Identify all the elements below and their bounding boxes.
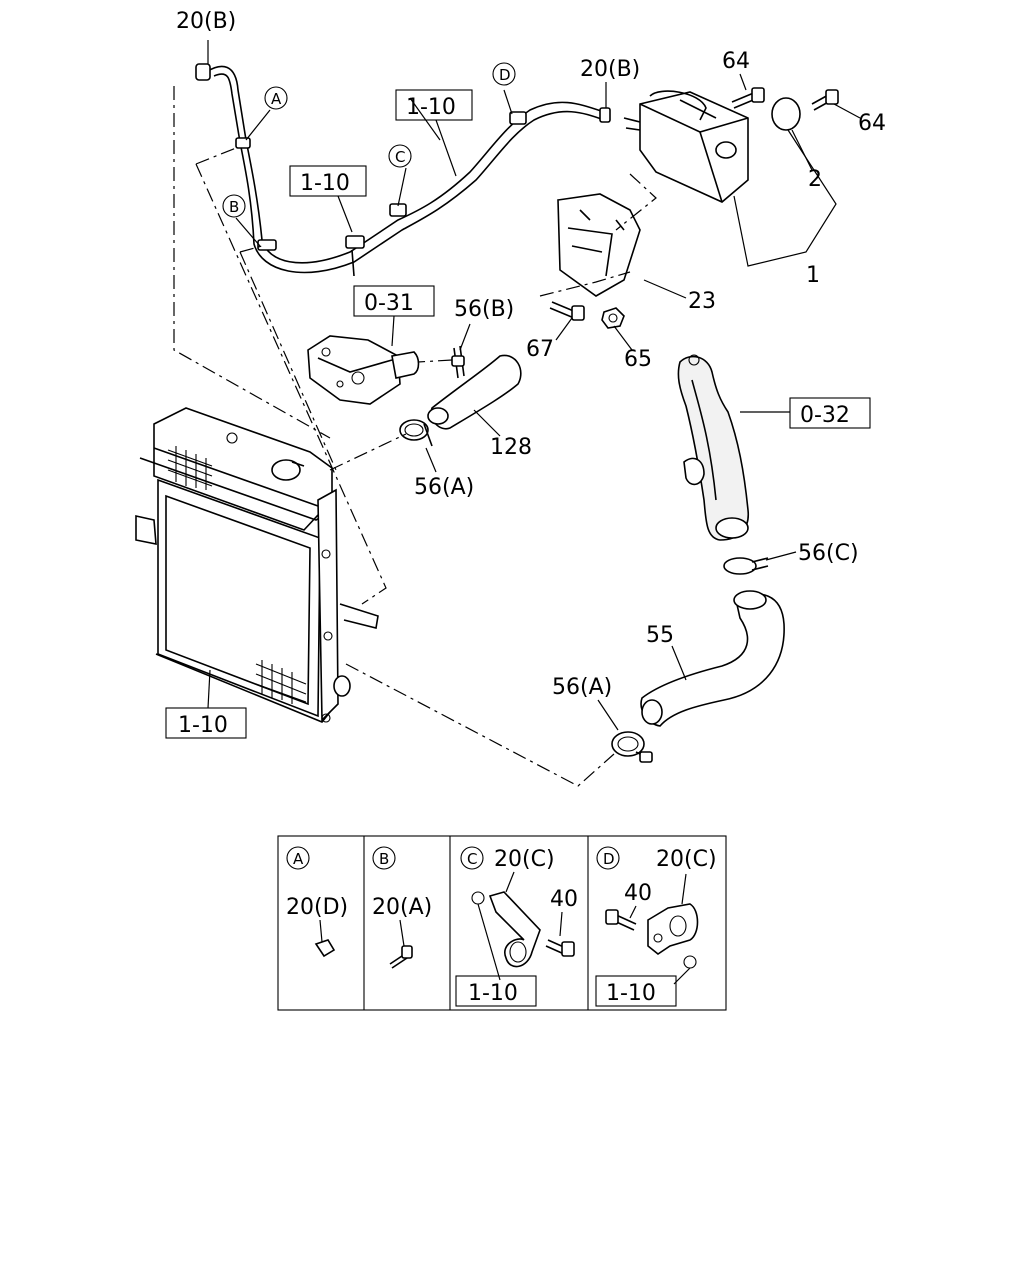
- detail-d-part: 20(C): [656, 847, 717, 872]
- tank-bracket: [557, 193, 641, 297]
- svg-text:D: D: [603, 850, 615, 868]
- ref-box-1-10-mid: 1-10: [289, 165, 367, 197]
- svg-text:1-10: 1-10: [178, 713, 228, 738]
- ref-box-0-32: 0-32: [789, 397, 871, 429]
- part-labels: 20(B) 20(B) 64 64 2 1 23 67 65 56(B) 128…: [176, 9, 886, 700]
- svg-text:C: C: [467, 850, 477, 868]
- callout-a: A: [264, 86, 288, 110]
- label-56b: 56(B): [454, 297, 514, 322]
- callout-d: D: [492, 62, 516, 86]
- label-65: 65: [624, 347, 652, 372]
- svg-text:A: A: [293, 850, 304, 868]
- detail-a-part: 20(D): [286, 895, 348, 920]
- svg-text:0-32: 0-32: [800, 403, 850, 428]
- bolt-67: [549, 301, 585, 321]
- detail-d-bolt: 40: [624, 881, 652, 906]
- svg-text:1-10: 1-10: [406, 95, 456, 120]
- label-64-right: 64: [858, 111, 886, 136]
- overflow-hose: [195, 63, 611, 277]
- callout-b: B: [222, 194, 246, 218]
- callout-c: C: [388, 144, 412, 168]
- lower-hose-55: [640, 590, 785, 727]
- detail-c-ref: 1-10: [468, 981, 518, 1006]
- ref-box-1-10-radiator: 1-10: [165, 707, 247, 739]
- label-20b-right: 20(B): [580, 57, 640, 82]
- guide-lines: [173, 86, 657, 787]
- label-56a-mid: 56(A): [414, 475, 474, 500]
- detail-d-ref: 1-10: [606, 981, 656, 1006]
- svg-text:D: D: [499, 66, 511, 84]
- reference-boxes: 1-10 1-10 0-31 0-32 1-10: [165, 89, 871, 739]
- label-1: 1: [806, 263, 820, 288]
- callouts: A B C D: [222, 62, 516, 218]
- bolt-64-left: [731, 87, 765, 109]
- label-56a-low: 56(A): [552, 675, 612, 700]
- radiator: [135, 407, 379, 723]
- detail-cell-c: C 20(C) 40 1-10: [455, 846, 578, 1007]
- detail-c-bolt: 40: [550, 887, 578, 912]
- label-67: 67: [526, 337, 554, 362]
- svg-text:A: A: [271, 90, 282, 108]
- svg-text:1-10: 1-10: [300, 171, 350, 196]
- ref-box-1-10-top: 1-10: [395, 89, 473, 121]
- upper-hose-128: [427, 354, 522, 430]
- svg-text:B: B: [229, 198, 239, 216]
- label-20b-top: 20(B): [176, 9, 236, 34]
- label-128: 128: [490, 435, 532, 460]
- label-2: 2: [808, 167, 822, 192]
- bolt-64-right: [811, 89, 839, 111]
- reserve-tank: [623, 90, 801, 203]
- label-23: 23: [688, 289, 716, 314]
- nut-65: [601, 307, 625, 329]
- water-pipe: [677, 354, 749, 541]
- clamp-56b: [451, 345, 465, 379]
- label-56c: 56(C): [798, 541, 859, 566]
- thermostat-housing: [307, 335, 420, 405]
- svg-text:0-31: 0-31: [364, 291, 414, 316]
- detail-cell-d: D 20(C) 40 1-10: [595, 846, 717, 1007]
- detail-cell-b: B 20(A): [372, 846, 432, 969]
- label-64-left: 64: [722, 49, 750, 74]
- svg-text:C: C: [395, 148, 405, 166]
- detail-c-part: 20(C): [494, 847, 555, 872]
- label-55: 55: [646, 623, 674, 648]
- ref-box-0-31: 0-31: [353, 285, 435, 317]
- clamp-56a-lower: [611, 731, 653, 763]
- clamp-56c: [723, 557, 769, 575]
- clamp-56a-upper: [399, 419, 433, 447]
- svg-text:B: B: [379, 850, 389, 868]
- detail-table: A 20(D) B 20(A) C 20(C) 40: [277, 835, 727, 1011]
- leader-lines: [207, 40, 861, 731]
- detail-cell-a: A 20(D): [286, 846, 348, 958]
- detail-b-part: 20(A): [372, 895, 432, 920]
